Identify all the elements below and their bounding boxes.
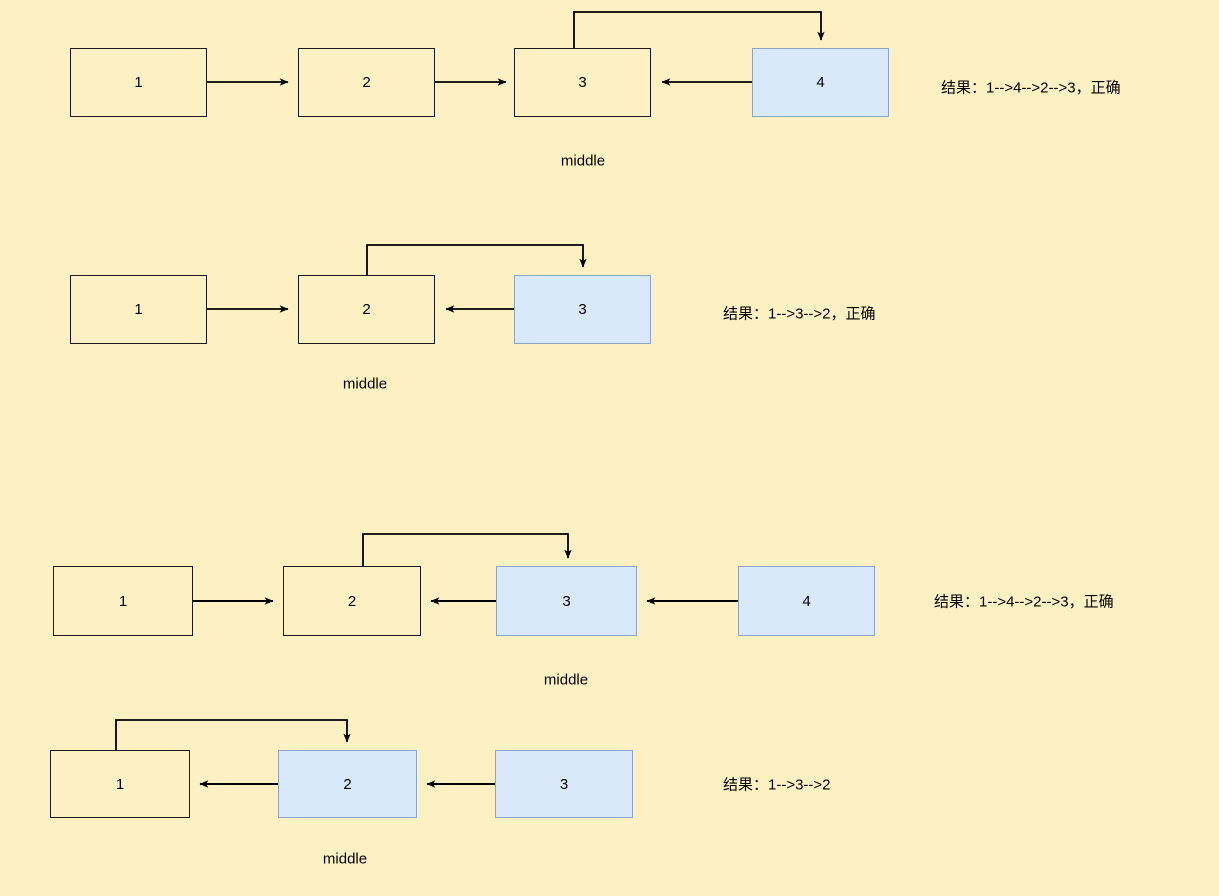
edge-3-loop-to-4 [573, 11, 825, 48]
row-3-edges [193, 533, 738, 605]
node-row1-2[interactable]: 2 [298, 48, 435, 117]
middle-caption-row3: middle [543, 671, 589, 689]
result-label-row3: 结果：1-->4-->2-->3，正确 [934, 593, 1114, 611]
node-row1-1[interactable]: 1 [70, 48, 207, 117]
middle-caption-row4: middle [322, 850, 368, 868]
result-label-row4: 结果：1-->3-->2 [723, 776, 831, 794]
node-row4-2[interactable]: 2 [278, 750, 417, 818]
edge-2-loop-to-3 [366, 244, 587, 275]
node-row4-1[interactable]: 1 [50, 750, 190, 818]
node-row3-3[interactable]: 3 [496, 566, 637, 636]
middle-caption-row2: middle [342, 375, 388, 393]
result-label-row1: 结果：1-->4-->2-->3，正确 [941, 79, 1121, 97]
node-row3-4[interactable]: 4 [738, 566, 875, 636]
edge-2-loop-to-3 [362, 533, 572, 566]
node-row1-4[interactable]: 4 [752, 48, 889, 117]
middle-caption-row1: middle [560, 152, 606, 170]
node-row2-1[interactable]: 1 [70, 275, 207, 344]
node-row3-2[interactable]: 2 [283, 566, 421, 636]
node-row3-1[interactable]: 1 [53, 566, 193, 636]
node-row2-3[interactable]: 3 [514, 275, 651, 344]
node-row1-3[interactable]: 3 [514, 48, 651, 117]
node-row4-3[interactable]: 3 [495, 750, 633, 818]
result-label-row2: 结果：1-->3-->2，正确 [723, 305, 876, 323]
node-row2-2[interactable]: 2 [298, 275, 435, 344]
edge-1-loop-to-2 [115, 719, 351, 750]
